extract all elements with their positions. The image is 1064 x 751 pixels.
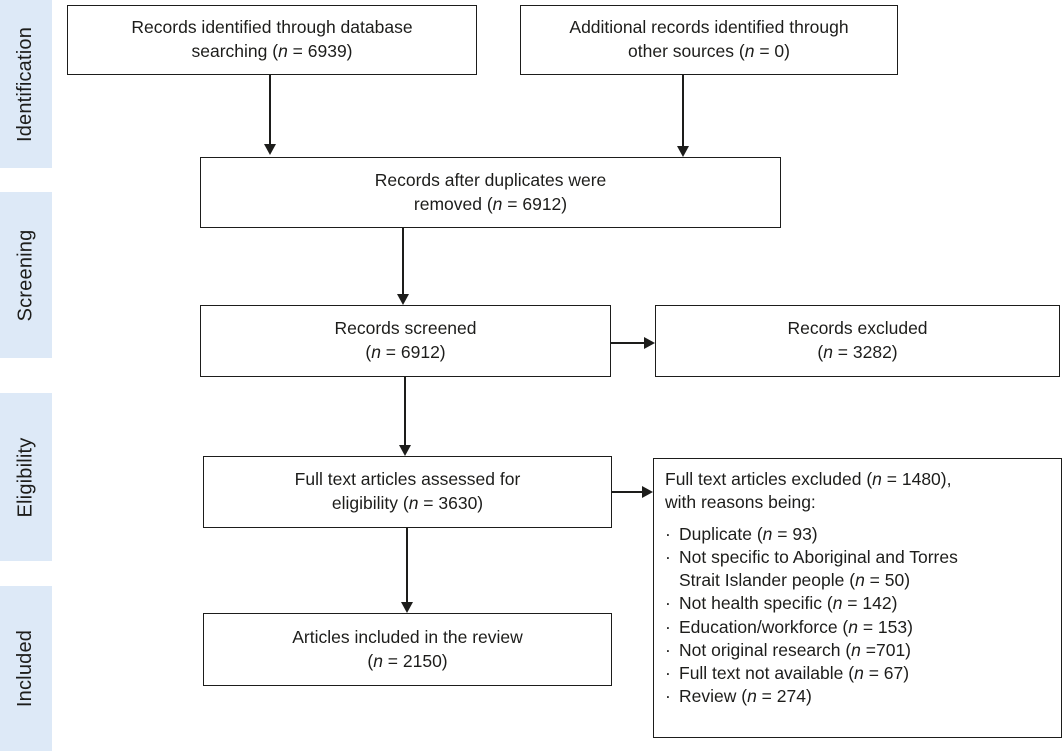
box-text: Records screened (n = 6912) xyxy=(334,318,477,362)
n-variable: n xyxy=(408,493,419,513)
n-variable: n xyxy=(855,570,865,591)
box-text: Records excluded (n = 3282) xyxy=(787,318,928,362)
arrow-fulltext-to-included xyxy=(406,528,408,602)
n-variable: n xyxy=(747,686,757,707)
stage-label-eligibility: Eligibility xyxy=(14,436,37,518)
n-variable: n xyxy=(832,593,843,614)
exclusion-reason-review: · Review (n = 274) xyxy=(665,685,958,708)
stage-label-screening: Screening xyxy=(14,229,37,321)
box-fulltext-assessed-eligibility: Full text articles assessed for eligibil… xyxy=(203,456,612,528)
exclusion-reason-education-workforce: · Education/workforce (n = 153) xyxy=(665,616,958,639)
n-variable: n xyxy=(851,639,861,660)
bullet-icon: · xyxy=(665,593,671,614)
n-variable: n xyxy=(872,469,882,489)
arrow-duplicates-to-screened xyxy=(402,228,404,294)
box-records-identified-database: Records identified through database sear… xyxy=(67,5,477,75)
n-variable: n xyxy=(848,616,858,637)
stage-band-identification: Identification xyxy=(0,0,52,168)
box-text: Articles included in the review (n = 215… xyxy=(292,626,523,671)
bullet-icon: · xyxy=(665,663,671,684)
stage-band-eligibility: Eligibility xyxy=(0,393,52,561)
box-text: Additional records identified through ot… xyxy=(569,17,849,61)
arrow-identified-to-duplicates xyxy=(269,75,271,144)
box-text: Full text articles assessed for eligibil… xyxy=(294,469,521,513)
bullet-icon: · xyxy=(665,546,671,567)
arrow-fulltext-to-fulltext-excluded xyxy=(612,491,642,493)
arrow-screened-to-fulltext xyxy=(404,377,406,445)
bullet-icon: · xyxy=(665,523,671,544)
bullet-icon: · xyxy=(665,616,671,637)
stage-label-included: Included xyxy=(14,629,37,708)
arrow-screened-to-excluded xyxy=(611,342,644,344)
exclusion-reason-not-health-specific: · Not health specific (n = 142) xyxy=(665,592,958,615)
bullet-icon: · xyxy=(665,639,671,660)
stage-band-screening: Screening xyxy=(0,192,52,358)
stage-label-identification: Identification xyxy=(14,26,37,142)
box-records-excluded: Records excluded (n = 3282) xyxy=(655,305,1060,377)
n-variable: n xyxy=(823,342,833,362)
n-variable: n xyxy=(854,663,864,684)
box-articles-included-review: Articles included in the review (n = 215… xyxy=(203,613,612,686)
box-text: Records identified through database sear… xyxy=(131,17,413,61)
arrow-other-sources-to-duplicates xyxy=(682,75,684,146)
exclusion-reason-duplicate: · Duplicate (n = 93) xyxy=(665,523,958,546)
n-variable: n xyxy=(373,650,383,671)
n-variable: n xyxy=(492,193,503,214)
box-fulltext-excluded-reasons: Full text articles excluded (n = 1480), … xyxy=(653,458,1062,738)
exclusion-reasons-list: · Duplicate (n = 93) · Not specific to A… xyxy=(665,523,958,709)
n-variable: n xyxy=(762,523,773,544)
box-additional-records-other-sources: Additional records identified through ot… xyxy=(520,5,898,75)
exclusion-reason-not-original-research: · Not original research (n =701) xyxy=(665,639,958,662)
n-variable: n xyxy=(371,342,381,362)
fulltext-excluded-heading: Full text articles excluded (n = 1480), … xyxy=(665,469,952,513)
box-text: Records after duplicates were removed (n… xyxy=(374,169,607,214)
exclusion-reason-fulltext-not-available: · Full text not available (n = 67) xyxy=(665,662,958,685)
box-records-after-duplicates-removed: Records after duplicates were removed (n… xyxy=(200,157,781,228)
n-variable: n xyxy=(278,41,288,61)
n-variable: n xyxy=(744,41,755,61)
bullet-icon: · xyxy=(665,686,671,707)
stage-band-included: Included xyxy=(0,586,52,751)
box-records-screened: Records screened (n = 6912) xyxy=(200,305,611,377)
